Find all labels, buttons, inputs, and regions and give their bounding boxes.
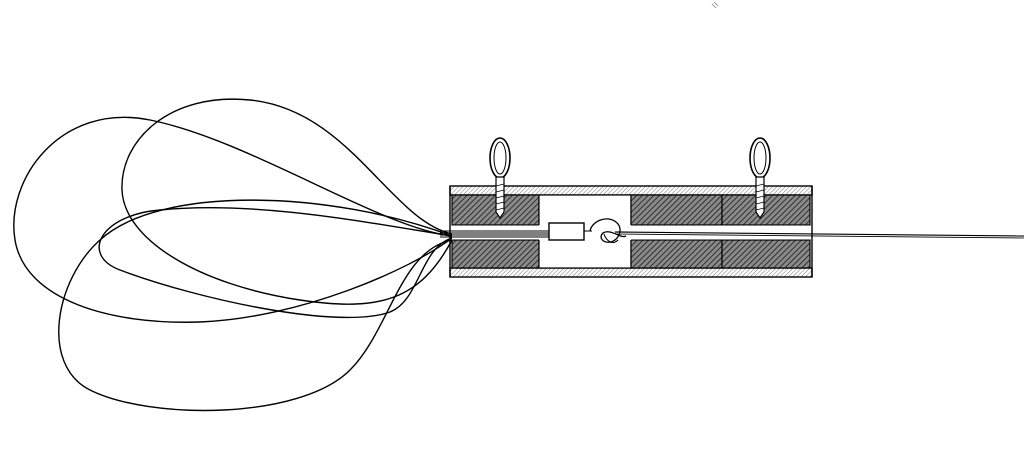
knot-loop bbox=[589, 218, 627, 243]
screw-eye-right bbox=[749, 137, 771, 220]
loop-lower-large bbox=[58, 199, 453, 412]
stray-mark bbox=[711, 1, 719, 9]
tube-wall-bottom bbox=[449, 267, 813, 278]
loop-upper bbox=[121, 98, 453, 305]
left-block-bottom bbox=[451, 239, 540, 269]
crimp-sleeve bbox=[548, 222, 585, 241]
crimp-and-knot bbox=[548, 218, 627, 243]
loop-outer-left bbox=[13, 116, 453, 323]
right-block-a-bottom bbox=[630, 239, 723, 269]
right-block-a-top bbox=[630, 194, 723, 226]
line-loops bbox=[13, 98, 453, 412]
right-block-b-bottom bbox=[721, 239, 811, 269]
loop-lower-inner bbox=[98, 206, 453, 319]
main-line bbox=[614, 231, 1024, 237]
line-bundle bbox=[440, 230, 1024, 239]
right-block-b-top bbox=[721, 194, 811, 226]
screw-eye-left bbox=[489, 137, 511, 220]
